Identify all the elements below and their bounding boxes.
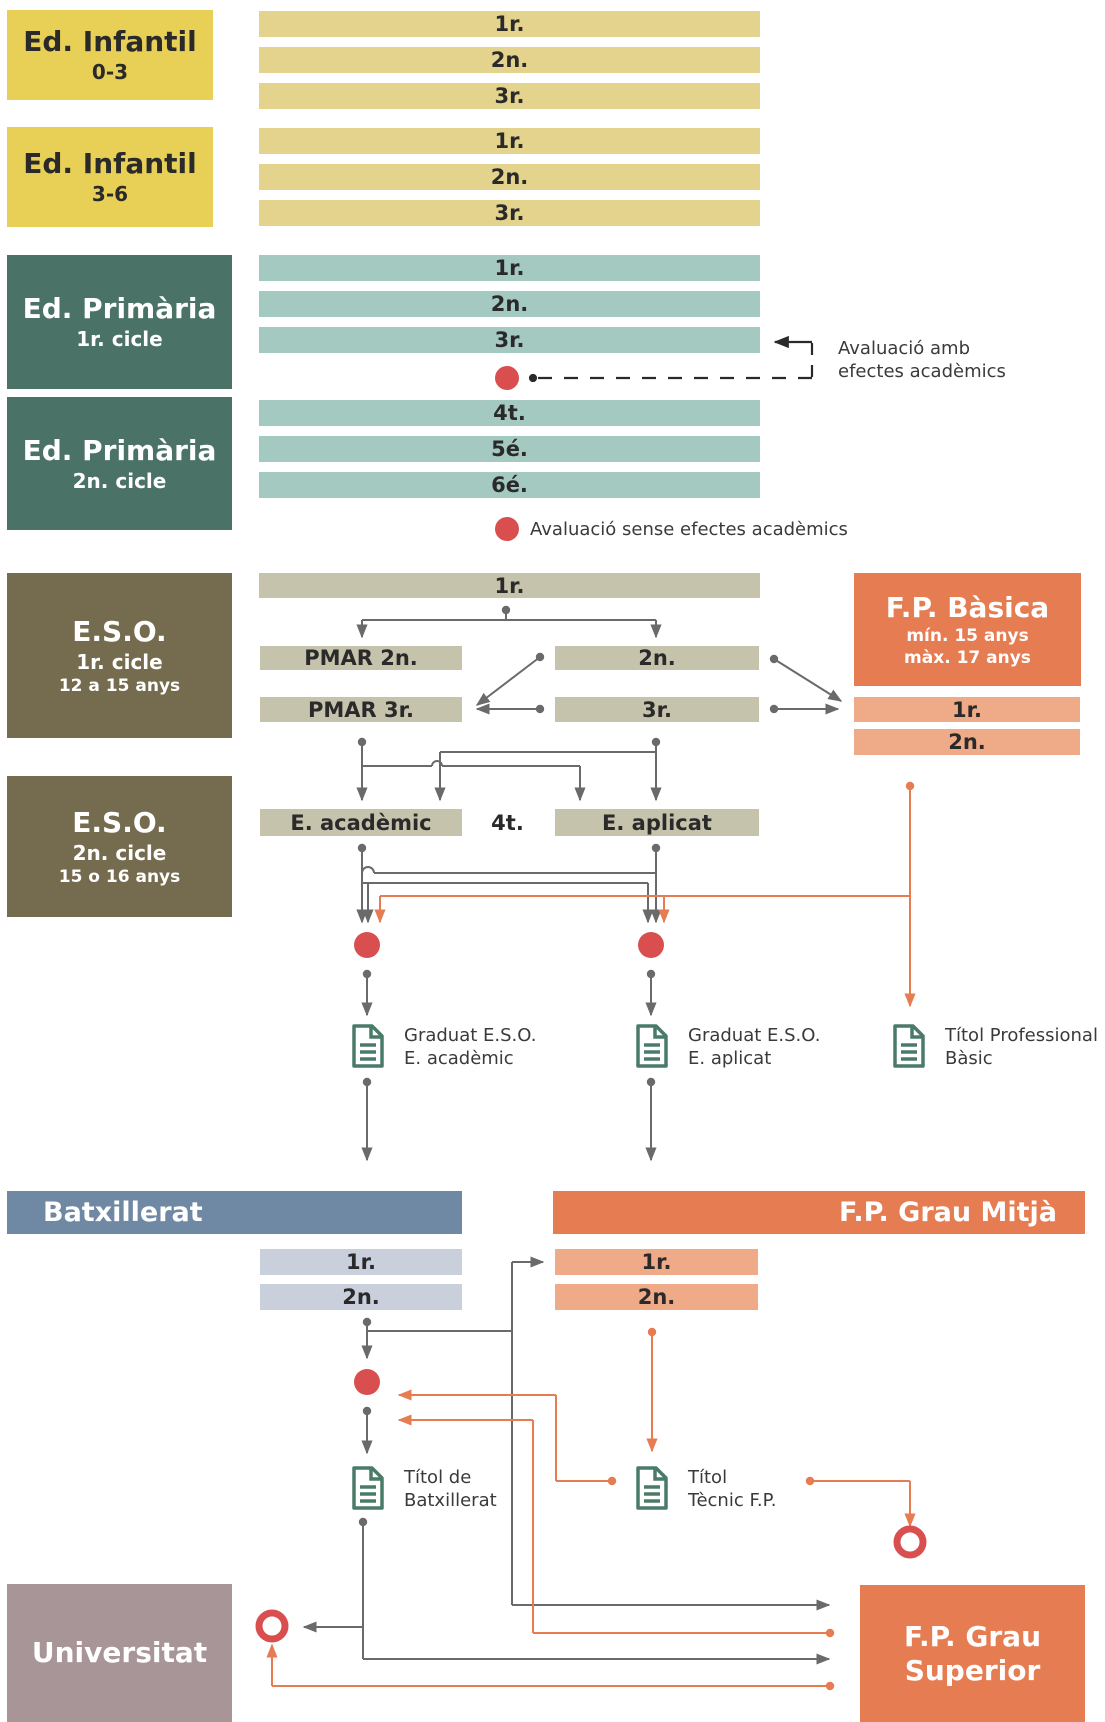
cert-tecnic-line2: Tècnic F.P. xyxy=(688,1490,777,1511)
eval-dot-primaria xyxy=(495,366,519,390)
course-bar-batx-1: 1r. xyxy=(260,1249,462,1275)
stage-age: 12 a 15 anys xyxy=(58,675,181,696)
note-eval-without: Avaluació sense efectes acadèmics xyxy=(530,519,848,540)
stage-eso-1: E.S.O. 1r. cicle 12 a 15 anys xyxy=(7,573,232,738)
course-bar-inf2-1: 1r. xyxy=(259,128,760,154)
stage-subtitle: 1r. cicle xyxy=(76,649,163,674)
eval-dot-eso-academic xyxy=(354,932,380,958)
course-bar-inf1-1: 1r. xyxy=(259,11,760,37)
document-icon xyxy=(636,1024,668,1068)
document-icon xyxy=(352,1024,384,1068)
cert-grad-applied-line1: Graduat E.S.O. xyxy=(688,1025,821,1046)
course-label-eso-4: 4t. xyxy=(491,810,524,835)
cert-grad-academic-line1: Graduat E.S.O. xyxy=(404,1025,537,1046)
stage-eso-2: E.S.O. 2n. cicle 15 o 16 anys xyxy=(7,776,232,917)
fpm-routing xyxy=(266,1327,916,1691)
course-bar-fpb-2: 2n. xyxy=(854,729,1080,755)
ring-marker-universitat xyxy=(255,1609,289,1643)
course-bar-prim-3: 3r. xyxy=(259,327,760,353)
document-icon xyxy=(893,1024,925,1068)
course-bar-prim-6: 6é. xyxy=(259,472,760,498)
eval-dot-legend xyxy=(495,517,519,541)
stage-title: Ed. Primària xyxy=(22,292,217,325)
course-bar-fpm-2: 2n. xyxy=(555,1284,758,1310)
ring-marker-fpm xyxy=(893,1525,927,1559)
stage-subtitle: 1r. cicle xyxy=(76,327,163,351)
stage-primaria-1: Ed. Primària 1r. cicle xyxy=(7,255,232,389)
stage-title: Ed. Primària xyxy=(22,433,217,467)
stage-max-age: màx. 17 anys xyxy=(904,647,1031,668)
cert-batx-line1: Títol de xyxy=(404,1467,472,1488)
course-bar-pmar-2: PMAR 2n. xyxy=(260,646,462,670)
band-fp-grau-mitja: F.P. Grau Mitjà xyxy=(553,1191,1085,1234)
note-eval-with-line1: Avaluació amb xyxy=(838,338,971,359)
stage-subtitle: 0-3 xyxy=(91,60,129,84)
cert-grad-academic-line2: E. acadèmic xyxy=(404,1048,514,1069)
stage-title-line2: Superior xyxy=(904,1653,1041,1687)
course-bar-fpb-1: 1r. xyxy=(854,697,1080,722)
note-eval-with-line2: efectes acadèmics xyxy=(838,361,1006,382)
course-bar-eso-2: 2n. xyxy=(555,646,759,670)
course-bar-prim-1: 1r. xyxy=(259,255,760,281)
stage-title: E.S.O. xyxy=(72,614,167,648)
eval-dot-batx xyxy=(354,1369,380,1395)
course-bar-inf1-2: 2n. xyxy=(259,47,760,73)
cert-fpb-line1: Títol Professional xyxy=(945,1025,1098,1046)
course-bar-prim-2: 2n. xyxy=(259,291,760,317)
cert-fpb-line2: Bàsic xyxy=(945,1048,993,1069)
stage-title-line1: F.P. Grau xyxy=(903,1619,1042,1653)
eval-dashed-connector xyxy=(528,335,814,383)
stage-subtitle: 2n. cicle xyxy=(72,840,167,865)
course-bar-eso-academic: E. acadèmic xyxy=(260,809,462,836)
course-bar-fpm-1: 1r. xyxy=(555,1249,758,1275)
batx-routing xyxy=(302,1256,831,1665)
stage-infantil-3-6: Ed. Infantil 3-6 xyxy=(7,127,213,227)
course-bar-pmar-3: PMAR 3r. xyxy=(260,697,462,722)
band-title: Batxillerat xyxy=(43,1197,203,1228)
stage-infantil-0-3: Ed. Infantil 0-3 xyxy=(7,10,213,100)
stage-age: 15 o 16 anys xyxy=(58,866,181,887)
course-bar-inf2-2: 2n. xyxy=(259,164,760,190)
eso-routing xyxy=(356,605,843,924)
course-bar-prim-5: 5é. xyxy=(259,436,760,462)
stage-min-age: mín. 15 anys xyxy=(906,625,1029,646)
course-bar-eso-3: 3r. xyxy=(555,697,759,722)
stage-subtitle: 3-6 xyxy=(91,182,129,206)
stage-fp-basica: F.P. Bàsica mín. 15 anys màx. 17 anys xyxy=(854,573,1081,686)
document-icon xyxy=(636,1466,668,1510)
course-bar-batx-2: 2n. xyxy=(260,1284,462,1310)
cert-batx-line2: Batxillerat xyxy=(404,1490,497,1511)
eso-cert-routing xyxy=(361,969,657,1162)
stage-universitat: Universitat xyxy=(7,1584,232,1722)
course-bar-eso-applied: E. aplicat xyxy=(555,809,759,836)
stage-title: F.P. Bàsica xyxy=(885,590,1050,624)
stage-fp-superior: F.P. Grau Superior xyxy=(860,1585,1085,1722)
course-bar-inf2-3: 3r. xyxy=(259,200,760,226)
stage-title: Ed. Infantil xyxy=(23,25,197,58)
stage-title: E.S.O. xyxy=(72,805,167,839)
cert-tecnic-line1: Títol xyxy=(688,1467,728,1488)
fpb-routing xyxy=(374,781,916,1008)
stage-subtitle: 2n. cicle xyxy=(72,468,167,493)
eval-dot-eso-applied xyxy=(638,932,664,958)
document-icon xyxy=(352,1466,384,1510)
course-bar-prim-4: 4t. xyxy=(259,400,760,426)
band-title: F.P. Grau Mitjà xyxy=(838,1197,1057,1228)
band-batxillerat: Batxillerat xyxy=(7,1191,462,1234)
course-bar-eso-1: 1r. xyxy=(259,573,760,598)
stage-title: Ed. Infantil xyxy=(23,147,197,180)
stage-primaria-2: Ed. Primària 2n. cicle xyxy=(7,397,232,530)
course-bar-inf1-3: 3r. xyxy=(259,83,760,109)
cert-grad-applied-line2: E. aplicat xyxy=(688,1048,772,1069)
stage-title: Universitat xyxy=(31,1636,208,1669)
